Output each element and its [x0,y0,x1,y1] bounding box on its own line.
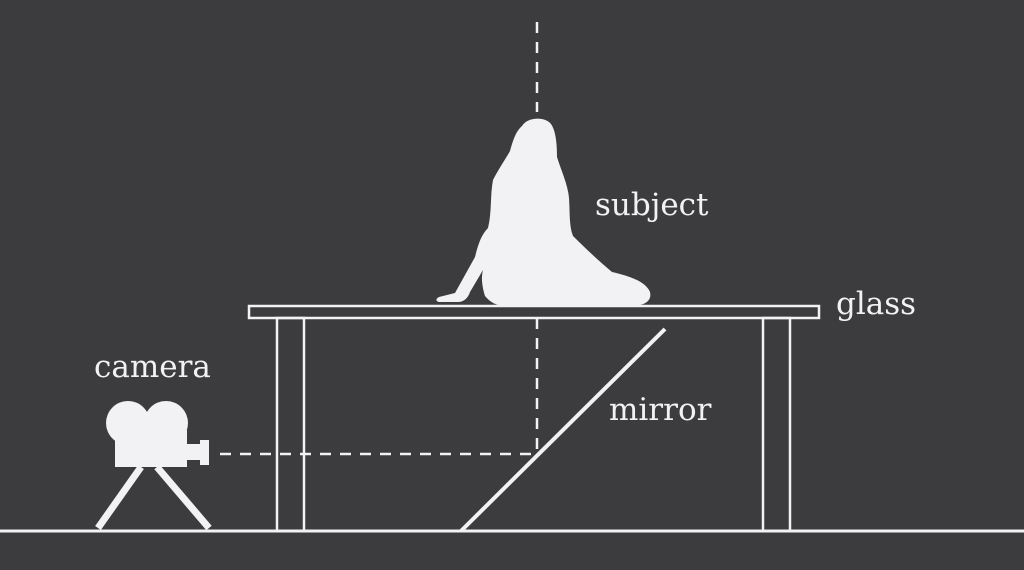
camera-label: camera [94,349,211,385]
movie-camera-icon [106,401,209,467]
table-legs [275,316,792,533]
glass-plate [247,304,821,320]
subject-label: subject [595,187,709,223]
left-table-leg [275,316,306,533]
right-table-leg [761,316,792,533]
tripod-icon [95,464,212,531]
mirror-label: mirror [609,392,712,428]
mirror-line [459,327,667,533]
person-sitting-silhouette [436,118,651,306]
glass-label: glass [836,286,917,322]
